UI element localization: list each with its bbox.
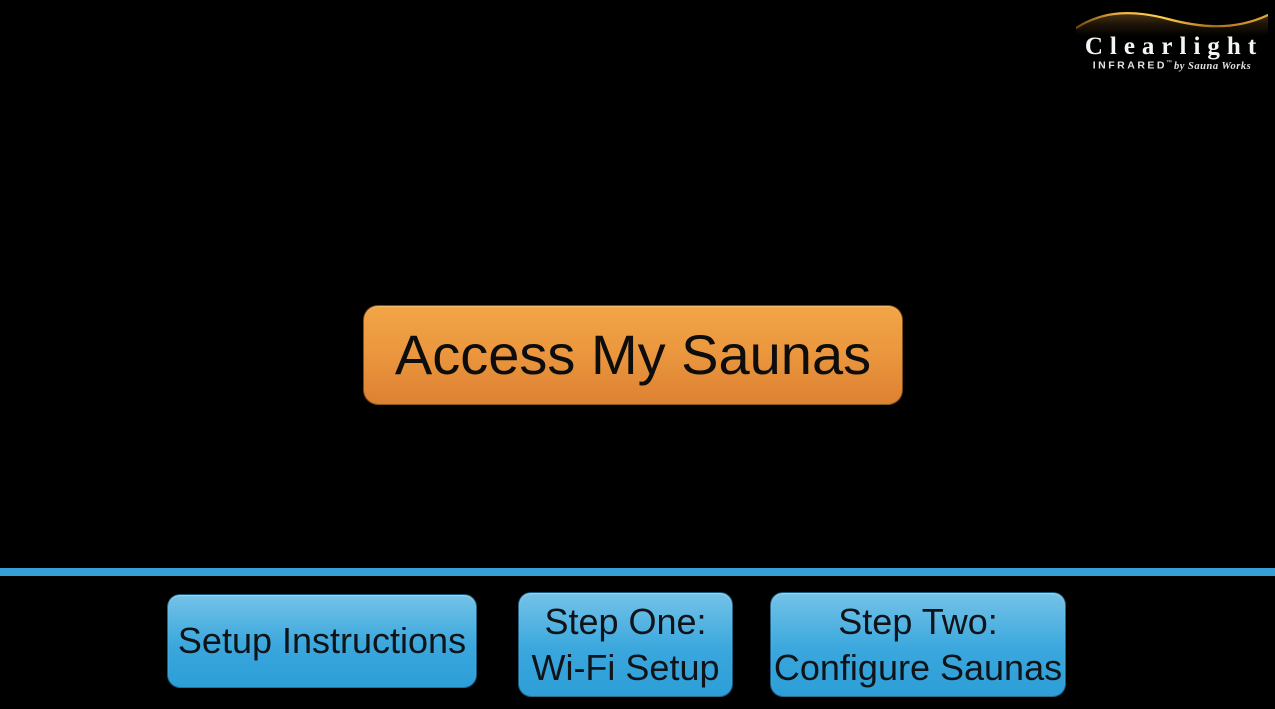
brand-tagline-infrared: INFRARED <box>1092 59 1168 72</box>
step-two-configure-saunas-button[interactable]: Step Two: Configure Saunas <box>770 592 1066 697</box>
brand-tagline-byline: by Sauna Works <box>1174 60 1252 72</box>
trademark-symbol: ™ <box>1166 60 1173 67</box>
footer-divider <box>0 568 1275 576</box>
clearlight-swoosh-icon <box>1076 11 1268 36</box>
setup-instructions-label-line1: Setup Instructions <box>177 620 467 662</box>
setup-instructions-button[interactable]: Setup Instructions <box>167 594 477 688</box>
brand-name: Clearlight <box>1084 33 1264 60</box>
step-two-label-line2: Configure Saunas <box>773 646 1063 688</box>
access-my-saunas-button[interactable]: Access My Saunas <box>363 305 903 405</box>
step-one-wifi-setup-button[interactable]: Step One: Wi-Fi Setup <box>518 592 733 697</box>
step-two-label-line1: Step Two: <box>838 601 998 643</box>
step-one-label-line2: Wi-Fi Setup <box>531 646 720 688</box>
step-one-label-line1: Step One: <box>544 601 707 643</box>
